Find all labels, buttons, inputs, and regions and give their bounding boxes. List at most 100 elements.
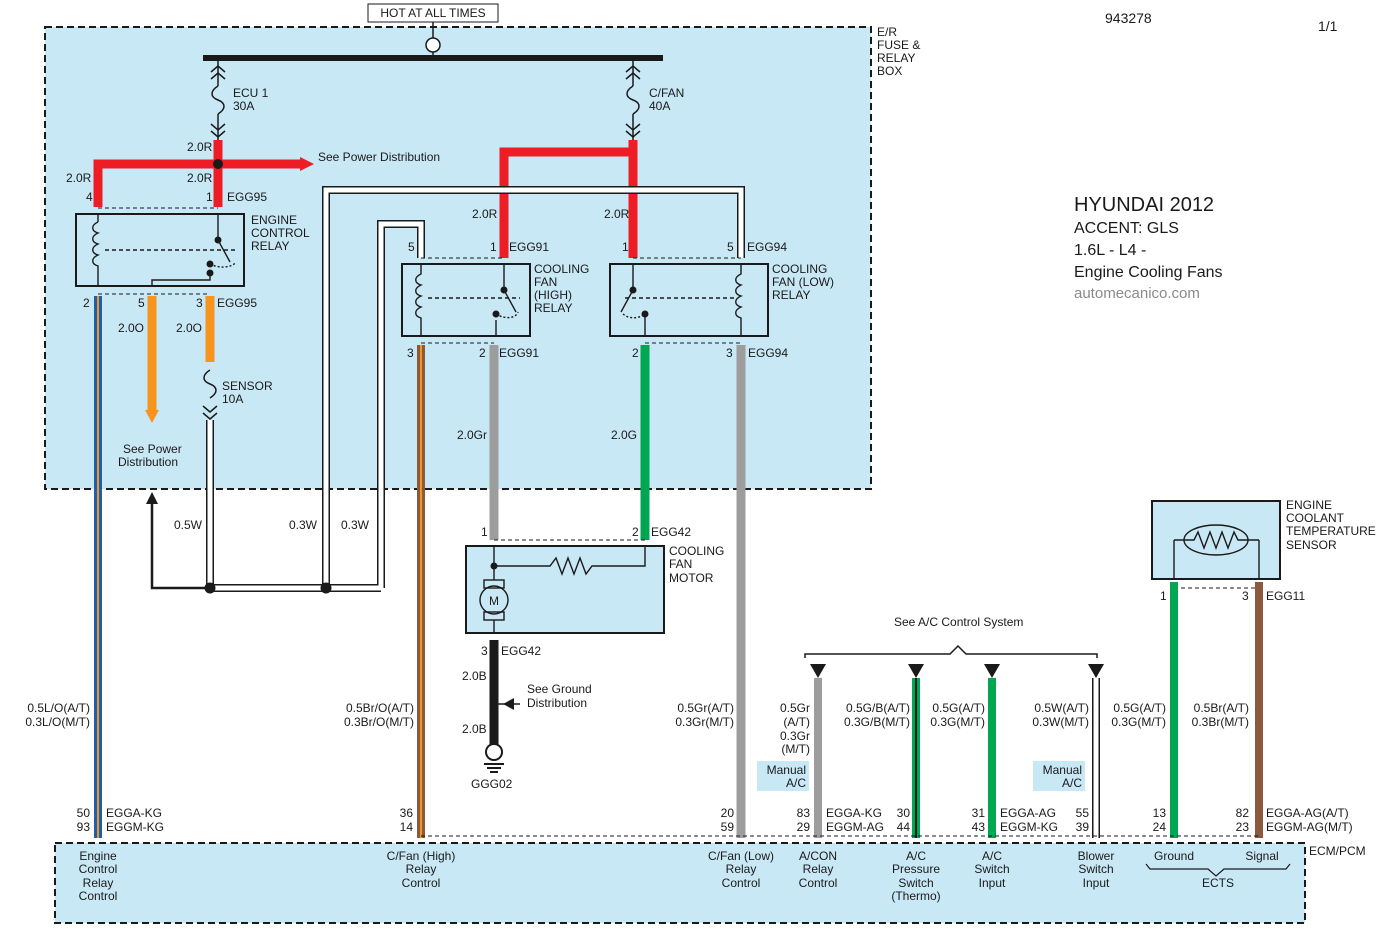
orange-wires [147,296,215,410]
sig-wire-mt: 0.3Br(M/T) [1192,715,1249,729]
ecm-blw-2: Switch [1078,862,1113,876]
wire-label-20gr: 2.0Gr [457,428,487,442]
sig-pin-at: 82 [1236,806,1250,820]
cfh-wire-mt: 0.3Br/O(M/T) [344,715,414,729]
manual-ac-2b: A/C [1062,776,1082,790]
fuse-cfan [625,61,641,140]
engine-control-relay-box [75,213,245,287]
sig-wire-at: 0.5Br(A/T) [1194,701,1249,715]
fuse-sensor-name: SENSOR [222,379,273,393]
acon-code-at: EGGA-KG [826,806,882,820]
manual-ac-badge-1 [757,761,809,791]
sig-code-mt: EGGM-AG(M/T) [1266,820,1353,834]
acs-pin-at: 31 [972,806,986,820]
hot-label: HOT AT ALL TIMES [380,6,485,20]
motor-symbol: M [489,594,499,608]
motor-pin-1: 1 [481,525,488,539]
ects-connector: EGG11 [1266,589,1305,603]
ecm-acs-3: Input [979,876,1006,890]
fl-pin-2: 2 [632,346,639,360]
cfl-wire-at: 0.5Gr(A/T) [677,701,734,715]
ground-dist-ref-1: See Ground [527,682,592,696]
ecm-acs-1: A/C [982,849,1002,863]
fuse-ecu1-rating: 30A [233,99,254,113]
fuse-sensor-rating: 10A [222,392,243,406]
fuse-cfan-name: C/FAN [649,86,684,100]
acs-wire-mt: 0.3G(M/T) [930,715,985,729]
fuse-box-label-1: E/R [877,25,897,39]
acs-pin-mt: 43 [972,820,986,834]
acp-pin-mt: 44 [897,820,911,834]
title-website: automecanico.com [1074,285,1200,302]
wire-label-03w-1: 0.3W [289,518,318,532]
acon-wire-2: (A/T) [783,715,810,729]
cfh-wire-at: 0.5Br/O(A/T) [346,701,414,715]
gnd-pin-at: 13 [1153,806,1167,820]
ecm-ground: Ground [1154,849,1194,863]
ects-pin-3: 3 [1242,589,1249,603]
fl-pin-1: 1 [622,240,629,254]
ects-pin-1: 1 [1160,589,1167,603]
fl-label-3: RELAY [772,288,810,302]
ecm-cfl-2: Relay [726,862,757,876]
title-model: ACCENT: GLS [1074,220,1179,237]
acp-wire-at: 0.5G/B(A/T) [846,701,910,715]
acs-wire-at: 0.5G(A/T) [932,701,985,715]
ecr-pin-1: 1 [206,190,213,204]
power-dist-ref-2b: Distribution [118,455,178,469]
ecr-pin-5: 5 [138,296,145,310]
fh-connector-bottom: EGG91 [499,346,539,360]
ecr-code-mt: EGGM-KG [106,820,164,834]
fh-label-3: (HIGH) [534,288,572,302]
acs-code-mt: EGGM-KG [1000,820,1058,834]
motor-pin-2: 2 [632,525,639,539]
fl-connector-top: EGG94 [747,240,787,254]
hot-terminal [425,37,441,53]
ground-dist-ref-2: Distribution [527,696,587,710]
fuse-box-label-4: BOX [877,64,902,78]
ecm-cfl-1: C/Fan (Low) [708,849,774,863]
ecm-acp-1: A/C [906,849,926,863]
fuse-box-label-3: RELAY [877,51,915,65]
red-power-wires [93,140,638,258]
doc-number: 943278 [1105,10,1152,26]
title-system: Engine Cooling Fans [1074,264,1223,281]
ecr-pin-2: 2 [83,296,90,310]
blw-wire-mt: 0.3W(M/T) [1032,715,1089,729]
fuse-ecu1-name: ECU 1 [233,86,269,100]
wire-label-20r-1: 2.0R [187,140,213,154]
fh-connector-top: EGG91 [509,240,549,254]
ecm-acp-4: (Thermo) [891,889,940,903]
ecr-connector-bottom: EGG95 [217,296,257,310]
ecm-acon-1: A/CON [799,849,837,863]
ecm-ecr-2: Control [79,862,118,876]
cfl-wire-mt: 0.3Gr(M/T) [675,715,734,729]
wire-label-20o-1: 2.0O [118,321,144,335]
page-indicator: 1/1 [1318,18,1338,34]
cfh-pin-mt: 14 [400,820,414,834]
fuse-cfan-rating: 40A [649,99,670,113]
fh-pin-5: 5 [408,240,415,254]
ects-box [1151,500,1281,580]
ecr-pin-4: 4 [86,190,93,204]
ects-label-2: COOLANT [1286,511,1345,525]
ecm-acon-2: Relay [803,862,834,876]
motor-label-3: MOTOR [669,571,714,585]
gnd-pin-mt: 24 [1153,820,1167,834]
ecm-blw-3: Input [1083,876,1110,890]
wire-label-20b-2: 2.0B [462,722,487,736]
power-dist-arrow [300,157,314,171]
ground-connector: GGG02 [471,777,513,791]
manual-ac-1a: Manual [767,763,806,777]
fl-label-2: FAN (LOW) [772,275,834,289]
blw-wire-at: 0.5W(A/T) [1034,701,1089,715]
blw-pin-mt: 39 [1076,820,1090,834]
ecm-ects-group: ECTS [1202,876,1234,890]
power-bus [203,55,663,61]
ecr-feed-line [150,502,210,590]
ecm-acs-2: Switch [974,862,1009,876]
power-dist-ref: See Power Distribution [318,150,440,164]
acon-wire-1: 0.5Gr [780,701,810,715]
fuse-ecu1 [210,61,226,140]
fh-pin-3: 3 [407,346,414,360]
